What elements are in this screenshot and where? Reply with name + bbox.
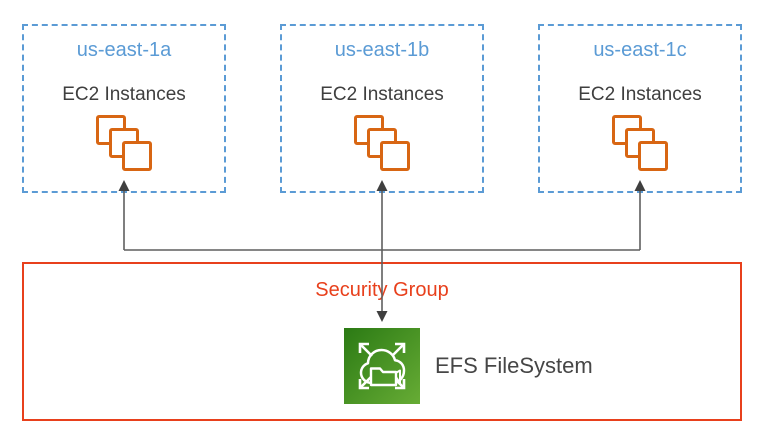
ec2-square-icon	[380, 141, 410, 171]
zone-label: us-east-1a	[76, 39, 172, 61]
ec2-instances-icon	[612, 115, 668, 171]
ec2-instances-label: EC2 Instances	[62, 84, 186, 105]
ec2-instances-icon	[96, 115, 152, 171]
efs-filesystem-icon	[344, 328, 420, 404]
ec2-instances-icon	[354, 115, 410, 171]
efs-filesystem-node: EFS FileSystem	[344, 328, 593, 404]
cloud-icon	[359, 348, 406, 385]
zone-label: us-east-1b	[334, 39, 430, 61]
ec2-instances-label: EC2 Instances	[320, 84, 444, 105]
availability-zone-box-us-east-1b: us-east-1b EC2 Instances	[280, 24, 484, 193]
security-group-label: Security Group	[315, 279, 449, 301]
ec2-instances-label: EC2 Instances	[578, 84, 702, 105]
efs-filesystem-label: EFS FileSystem	[435, 353, 593, 378]
availability-zone-box-us-east-1c: us-east-1c EC2 Instances	[538, 24, 742, 193]
availability-zone-box-us-east-1a: us-east-1a EC2 Instances	[22, 24, 226, 193]
zone-label: us-east-1c	[593, 39, 687, 61]
folder-icon	[369, 367, 398, 387]
security-group-box: Security Group	[22, 262, 742, 421]
ec2-square-icon	[122, 141, 152, 171]
ec2-square-icon	[638, 141, 668, 171]
